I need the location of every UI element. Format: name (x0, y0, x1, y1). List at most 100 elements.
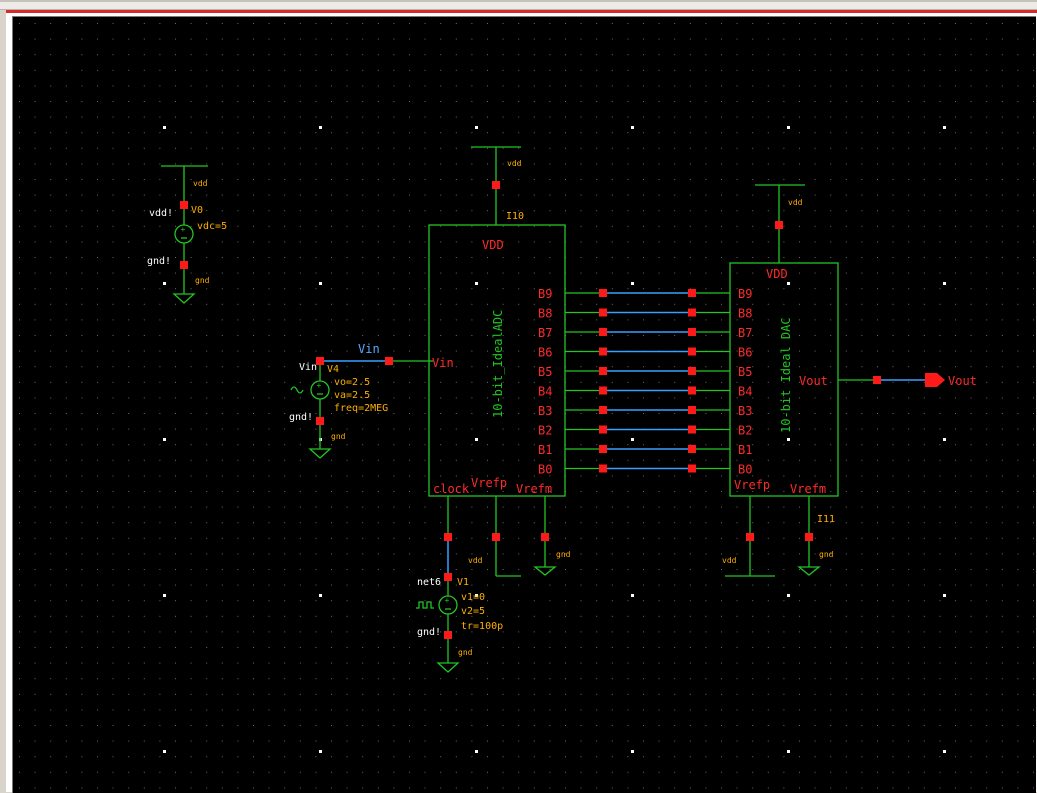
pin-terminal[interactable] (599, 406, 607, 414)
pin-terminal[interactable] (688, 328, 696, 336)
grid-dot (237, 194, 239, 196)
pin-terminal[interactable] (688, 289, 696, 297)
grid-dot (689, 163, 691, 165)
grid-dot (830, 444, 832, 446)
grid-dot (81, 381, 83, 383)
pin-terminal[interactable] (688, 464, 696, 473)
grid-dot (331, 615, 332, 617)
pin-terminal[interactable] (444, 533, 452, 541)
grid-dot (284, 257, 286, 258)
pin-terminal[interactable] (688, 308, 696, 317)
pin-terminal[interactable] (775, 221, 783, 229)
grid-dot (19, 116, 20, 118)
pin-terminal[interactable] (599, 328, 607, 336)
grid-dot (206, 725, 208, 726)
grid-dot (97, 319, 98, 321)
pin-terminal[interactable] (688, 386, 696, 395)
pin-terminal[interactable] (444, 631, 452, 639)
grid-dot (877, 725, 878, 726)
grid-dot (315, 584, 317, 586)
grid-dot (424, 69, 426, 71)
pin-terminal[interactable] (599, 347, 607, 356)
pin-terminal[interactable] (688, 367, 696, 375)
grid-dot (783, 210, 785, 212)
pin-terminal[interactable] (746, 533, 754, 541)
pin-terminal[interactable] (316, 417, 324, 425)
grid-dot (1017, 569, 1019, 570)
pin-terminal[interactable] (599, 367, 607, 375)
grid-dot (159, 85, 161, 87)
grid-dot (877, 397, 878, 399)
pin-terminal[interactable] (599, 386, 607, 395)
pin-terminal[interactable] (688, 425, 696, 434)
grid-dot (65, 147, 67, 149)
grid-dot (471, 771, 473, 773)
schematic-canvas[interactable]: vdd vdd! V0 + vdc=5 gnd! gnd Vin Vin V4 … (12, 16, 1036, 793)
vin-sine-source[interactable]: Vin Vin V4 + vo=2.5 va=2.5 freq=2MEG gnd… (289, 342, 433, 459)
grid-dot (19, 709, 20, 711)
grid-dot (299, 397, 301, 399)
grid-dot (362, 537, 364, 539)
grid-dot (253, 210, 254, 212)
pin-terminal[interactable] (492, 181, 500, 189)
grid-dot (65, 366, 67, 368)
grid-dot (221, 54, 223, 56)
grid-dot (159, 771, 161, 773)
grid-dot (533, 584, 535, 586)
grid-dot (190, 85, 192, 87)
grid-dot (128, 631, 130, 633)
grid-dot (253, 179, 254, 180)
grid-dot (970, 740, 972, 742)
grid-dot (34, 413, 36, 414)
grid-dot (736, 569, 738, 570)
grid-dot (627, 459, 629, 461)
pin-terminal[interactable] (316, 357, 324, 365)
grid-dot (315, 257, 317, 258)
pin-terminal[interactable] (805, 533, 813, 541)
grid-dot (143, 740, 145, 742)
grid-dot (814, 38, 816, 40)
grid-dot (143, 23, 145, 24)
pin-terminal[interactable] (688, 445, 696, 453)
grid-dot (1033, 413, 1034, 414)
pin-terminal[interactable] (599, 445, 607, 453)
pin-terminal[interactable] (599, 308, 607, 317)
grid-dot (502, 38, 504, 40)
grid-dot (237, 725, 239, 726)
clock-pulse-source[interactable]: net6 V1 + v1=0 v2=5 tr=100p gnd! gnd (416, 573, 503, 673)
grid-dot (206, 444, 208, 446)
schematic-drawing[interactable]: vdd vdd! V0 + vdc=5 gnd! gnd Vin Vin V4 … (13, 17, 1036, 793)
vdd-dc-source[interactable]: vdd vdd! V0 + vdc=5 gnd! gnd (147, 165, 227, 304)
grid-dot (34, 693, 36, 695)
grid-dot (268, 740, 270, 742)
grid-dot (721, 147, 722, 149)
pin-terminal[interactable] (180, 261, 188, 269)
pin-terminal[interactable] (688, 347, 696, 356)
grid-dot (970, 459, 972, 461)
grid-dot (502, 272, 504, 274)
pin-terminal[interactable] (444, 573, 452, 581)
pin-terminal[interactable] (873, 376, 881, 384)
grid-dot (487, 615, 488, 617)
adc-instance[interactable]: vdd I10 VDD Vin 10-bit_IdealADC clock Vr… (428, 146, 571, 577)
grid-dot (580, 319, 582, 321)
pin-terminal[interactable] (688, 406, 696, 414)
pin-terminal[interactable] (599, 425, 607, 434)
pin-terminal[interactable] (541, 533, 549, 541)
grid-dot (299, 179, 301, 180)
grid-dot (736, 210, 738, 212)
dac-instance[interactable]: vdd VDD Vout 10-bit Ideal DAC Vrefp Vref… (722, 184, 977, 577)
grid-dot (455, 553, 457, 555)
pin-terminal[interactable] (180, 201, 188, 209)
grid-dot (689, 366, 691, 368)
grid-dot (346, 23, 348, 24)
pin-terminal[interactable] (599, 289, 607, 297)
grid-dot (549, 210, 551, 212)
pin-terminal[interactable] (492, 533, 500, 541)
grid-dot (955, 569, 956, 570)
grid-dot (393, 584, 395, 586)
pin-terminal[interactable] (385, 357, 393, 365)
output-pin-arrow-icon[interactable] (925, 373, 945, 387)
grid-dot (299, 771, 301, 773)
pin-terminal[interactable] (599, 464, 607, 473)
